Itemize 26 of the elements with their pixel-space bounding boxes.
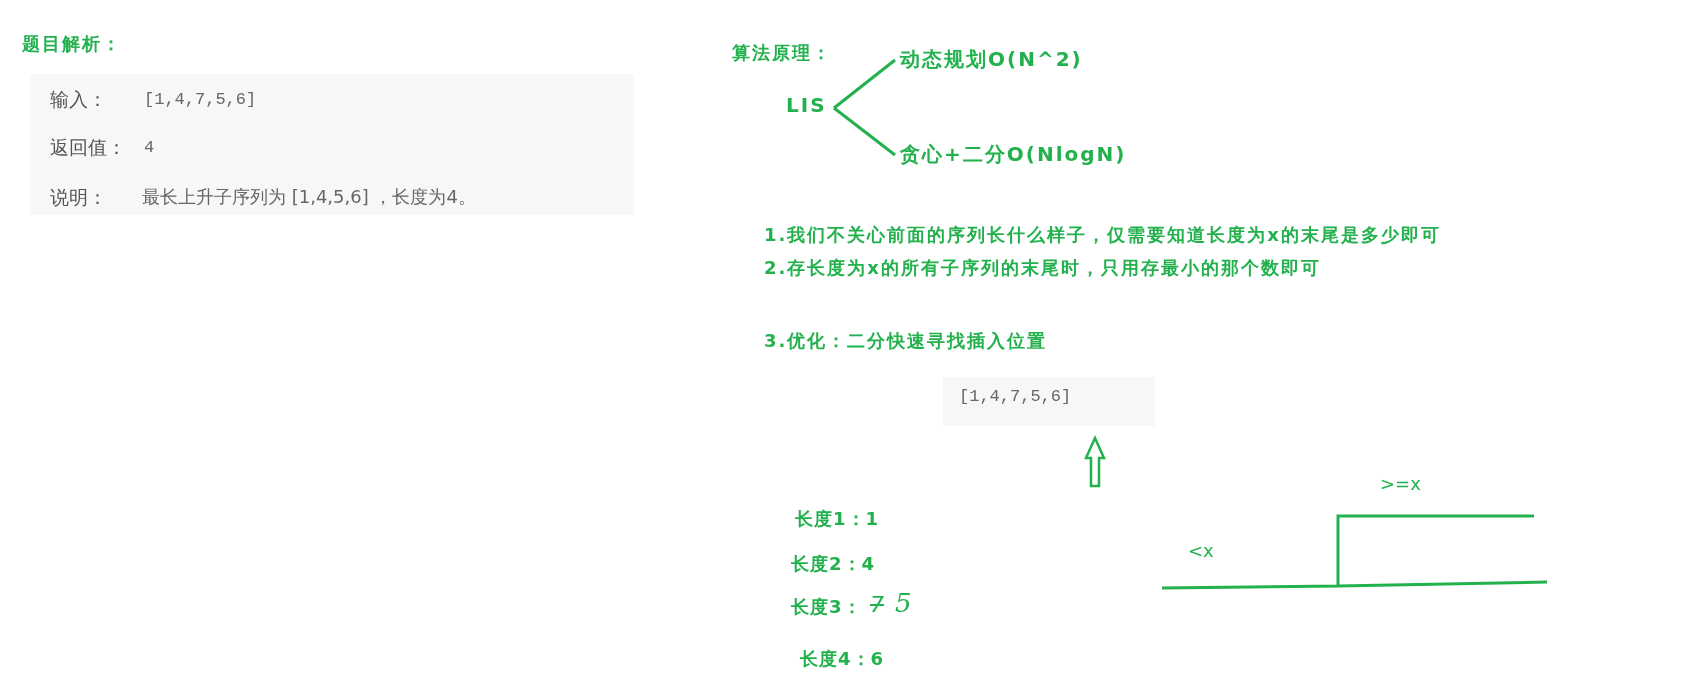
field-label: 输入：	[50, 88, 107, 111]
length-entry: 长度4：6	[800, 648, 885, 670]
note-text: 2.存长度为x的所有子序列的末尾时，只用存最小的那个数即可	[764, 257, 1321, 279]
region-label: <x	[1188, 540, 1214, 562]
length-entry: 长度1：1	[795, 508, 880, 530]
node-label: LIS	[786, 93, 832, 119]
handwritten-value: 5	[895, 588, 912, 620]
note-text: 1.我们不关心前面的序列长什么样子，仅需要知道长度为x的末尾是多少即可	[764, 224, 1441, 246]
code-box: [1,4,7,5,6]	[943, 377, 1155, 426]
field-value: [1,4,7,5,6]	[144, 90, 257, 111]
node-label: 动态规划O(N^2)	[900, 47, 1090, 73]
hollow-arrow	[1084, 434, 1106, 488]
heading: 题目解析：	[22, 33, 122, 55]
length-entry: 长度3：	[791, 596, 862, 618]
crossed-out-value: 7	[870, 592, 884, 619]
branch-line	[833, 58, 896, 110]
field-value: 4	[144, 138, 155, 159]
field-label: 返回值：	[50, 136, 126, 159]
branch-line	[833, 106, 896, 157]
heading: 算法原理：	[732, 42, 832, 64]
field-label: 说明：	[50, 186, 107, 209]
node-label: 贪心+二分O(NlogN)	[900, 142, 1130, 168]
description-text: 最长上升子序列为 [1,4,5,6] ，长度为4。	[142, 186, 476, 208]
note-text: 3.优化：二分快速寻找插入位置	[764, 330, 1048, 352]
length-entry: 长度2：4	[791, 553, 876, 575]
region-label: >=x	[1380, 473, 1421, 495]
